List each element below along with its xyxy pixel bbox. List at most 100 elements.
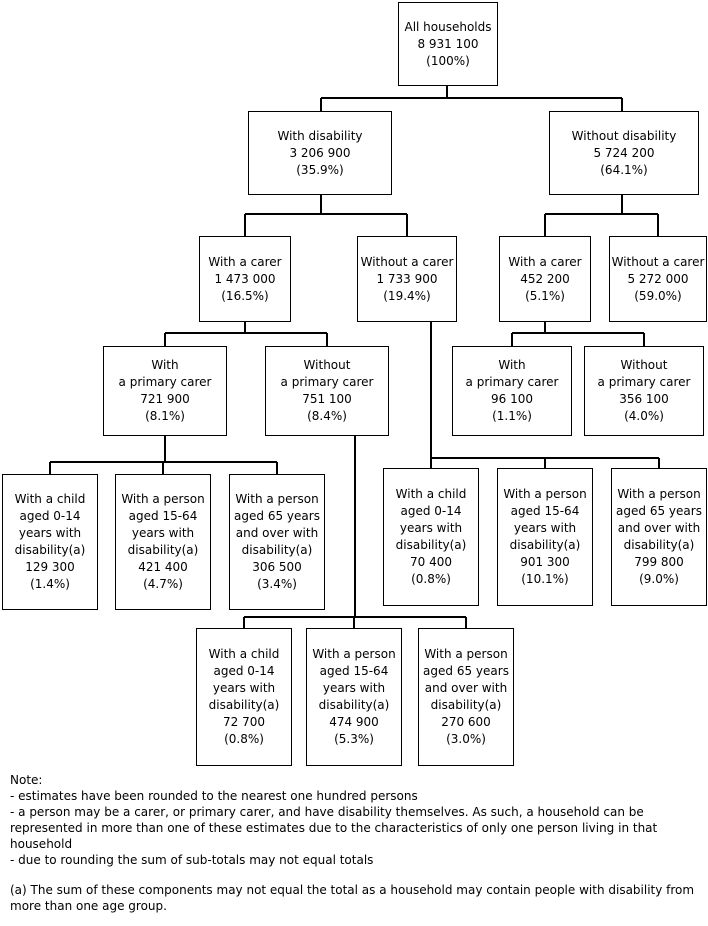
node-woc-1564: With a person aged 15-64 years with disabil… (497, 468, 593, 606)
node-text-line: With a carer (208, 254, 282, 269)
node-text-line: a primary carer (597, 375, 691, 389)
node-text-line: aged 0-14 (19, 509, 81, 523)
node-text-line: With (498, 358, 526, 372)
node-text-line: a primary carer (280, 375, 374, 389)
node-text-line: disability(a) (208, 698, 280, 712)
node-text-line: years with (513, 521, 577, 535)
node-wd-wopc: Without a primary carer 751 100 (8.4%) (265, 346, 389, 436)
node-text-line: (100%) (426, 53, 470, 68)
node-wod-woc: Without a carer 5 272 000 (59.0%) (609, 236, 707, 322)
node-woc-65: With a person aged 65 years and over with d… (611, 468, 707, 606)
node-text-line: With a person (617, 487, 701, 501)
node-text-line: 474 900 (329, 715, 379, 729)
node-text-line: aged 0-14 (213, 664, 275, 678)
node-text-line: aged 65 years (234, 509, 320, 523)
footnote-a: (a) The sum of these components may not … (10, 883, 695, 913)
node-text-line: 421 400 (138, 560, 188, 574)
node-text-line: 901 300 (520, 555, 570, 569)
node-text-line: With disability (277, 128, 363, 143)
node-text-line: 356 100 (619, 392, 669, 406)
node-text-line: disability(a) (395, 538, 467, 552)
node-text-line: With a person (503, 487, 587, 501)
node-text-line: aged 0-14 (400, 504, 462, 518)
node-text-line: 70 400 (410, 555, 452, 569)
node-text-line: (9.0%) (639, 572, 679, 586)
node-text-line: (5.3%) (334, 732, 374, 746)
node-text-line: 3 206 900 (289, 145, 351, 160)
node-text-line: With a person (312, 647, 396, 661)
node-pc-65: With a person aged 65 years and over with d… (229, 474, 325, 610)
node-text-line: and over with (617, 521, 701, 535)
node-text-line: 306 500 (252, 560, 302, 574)
node-text-line: 8 931 100 (417, 36, 479, 51)
node-text-line: disability(a) (127, 543, 199, 557)
node-text-line: years with (322, 681, 386, 695)
node-text-line: aged 15-64 (510, 504, 580, 518)
node-text-line: (1.4%) (30, 577, 70, 591)
node-text-line: 721 900 (140, 392, 190, 406)
node-text-line: With a child (208, 647, 280, 661)
node-text-line: With a carer (508, 254, 582, 269)
note-item-carer-disability: - a person may be a carer, or primary ca… (10, 805, 658, 851)
node-text-line: (64.1%) (600, 162, 648, 177)
node-text-line: (8.4%) (307, 409, 347, 423)
node-text-line: a primary carer (118, 375, 212, 389)
node-text-line: Without (303, 358, 351, 372)
node-text-line: With a child (395, 487, 467, 501)
notes-section: Note: - estimates have been rounded to t… (10, 772, 700, 914)
node-text-line: disability(a) (509, 538, 581, 552)
node-text-line: (0.8%) (224, 732, 264, 746)
node-text-line: aged 65 years (423, 664, 509, 678)
node-text-line: (16.5%) (221, 288, 269, 303)
node-text-line: With a person (121, 492, 205, 506)
node-text-line: Without a carer (360, 254, 454, 269)
node-text-line: 452 200 (520, 271, 570, 286)
notes-heading: Note: (10, 773, 43, 787)
node-text-line: Without disability (571, 128, 677, 143)
node-text-line: aged 65 years (616, 504, 702, 518)
node-text-line: 96 100 (491, 392, 533, 406)
node-text-line: disability(a) (623, 538, 695, 552)
node-text-line: disability(a) (241, 543, 313, 557)
node-text-line: (5.1%) (525, 288, 565, 303)
node-text-line: 72 700 (223, 715, 265, 729)
node-text-line: years with (18, 526, 82, 540)
node-text-line: and over with (424, 681, 508, 695)
node-text-line: (1.1%) (492, 409, 532, 423)
node-text-line: and over with (235, 526, 319, 540)
node-text-line: 5 272 000 (627, 271, 689, 286)
node-all: All households 8 931 100 (100%) (398, 2, 498, 86)
notes-spacer (10, 868, 700, 882)
node-text-line: With a person (235, 492, 319, 506)
node-text-line: (19.4%) (383, 288, 431, 303)
node-text-line: All households (404, 19, 492, 34)
node-text-line: disability(a) (318, 698, 390, 712)
node-text-line: 129 300 (25, 560, 75, 574)
node-pc-1564: With a person aged 15-64 years with disabil… (115, 474, 211, 610)
node-text-line: 5 724 200 (593, 145, 655, 160)
node-text-line: (59.0%) (634, 288, 682, 303)
node-text-line: (10.1%) (521, 572, 569, 586)
node-text-line: With a person (424, 647, 508, 661)
note-item-rounding: - estimates have been rounded to the nea… (10, 789, 418, 803)
node-wopc-1564: With a person aged 15-64 years with disabil… (306, 628, 402, 766)
node-text-line: aged 15-64 (128, 509, 198, 523)
note-item-subtotals: - due to rounding the sum of sub-totals … (10, 853, 374, 867)
node-text-line: 270 600 (441, 715, 491, 729)
node-text-line: 751 100 (302, 392, 352, 406)
node-text-line: 799 800 (634, 555, 684, 569)
node-wod: Without disability 5 724 200 (64.1%) (549, 111, 699, 195)
node-text-line: (8.1%) (145, 409, 185, 423)
node-text-line: years with (131, 526, 195, 540)
node-text-line: Without a carer (611, 254, 705, 269)
node-text-line: aged 15-64 (319, 664, 389, 678)
node-text-line: With a child (14, 492, 86, 506)
